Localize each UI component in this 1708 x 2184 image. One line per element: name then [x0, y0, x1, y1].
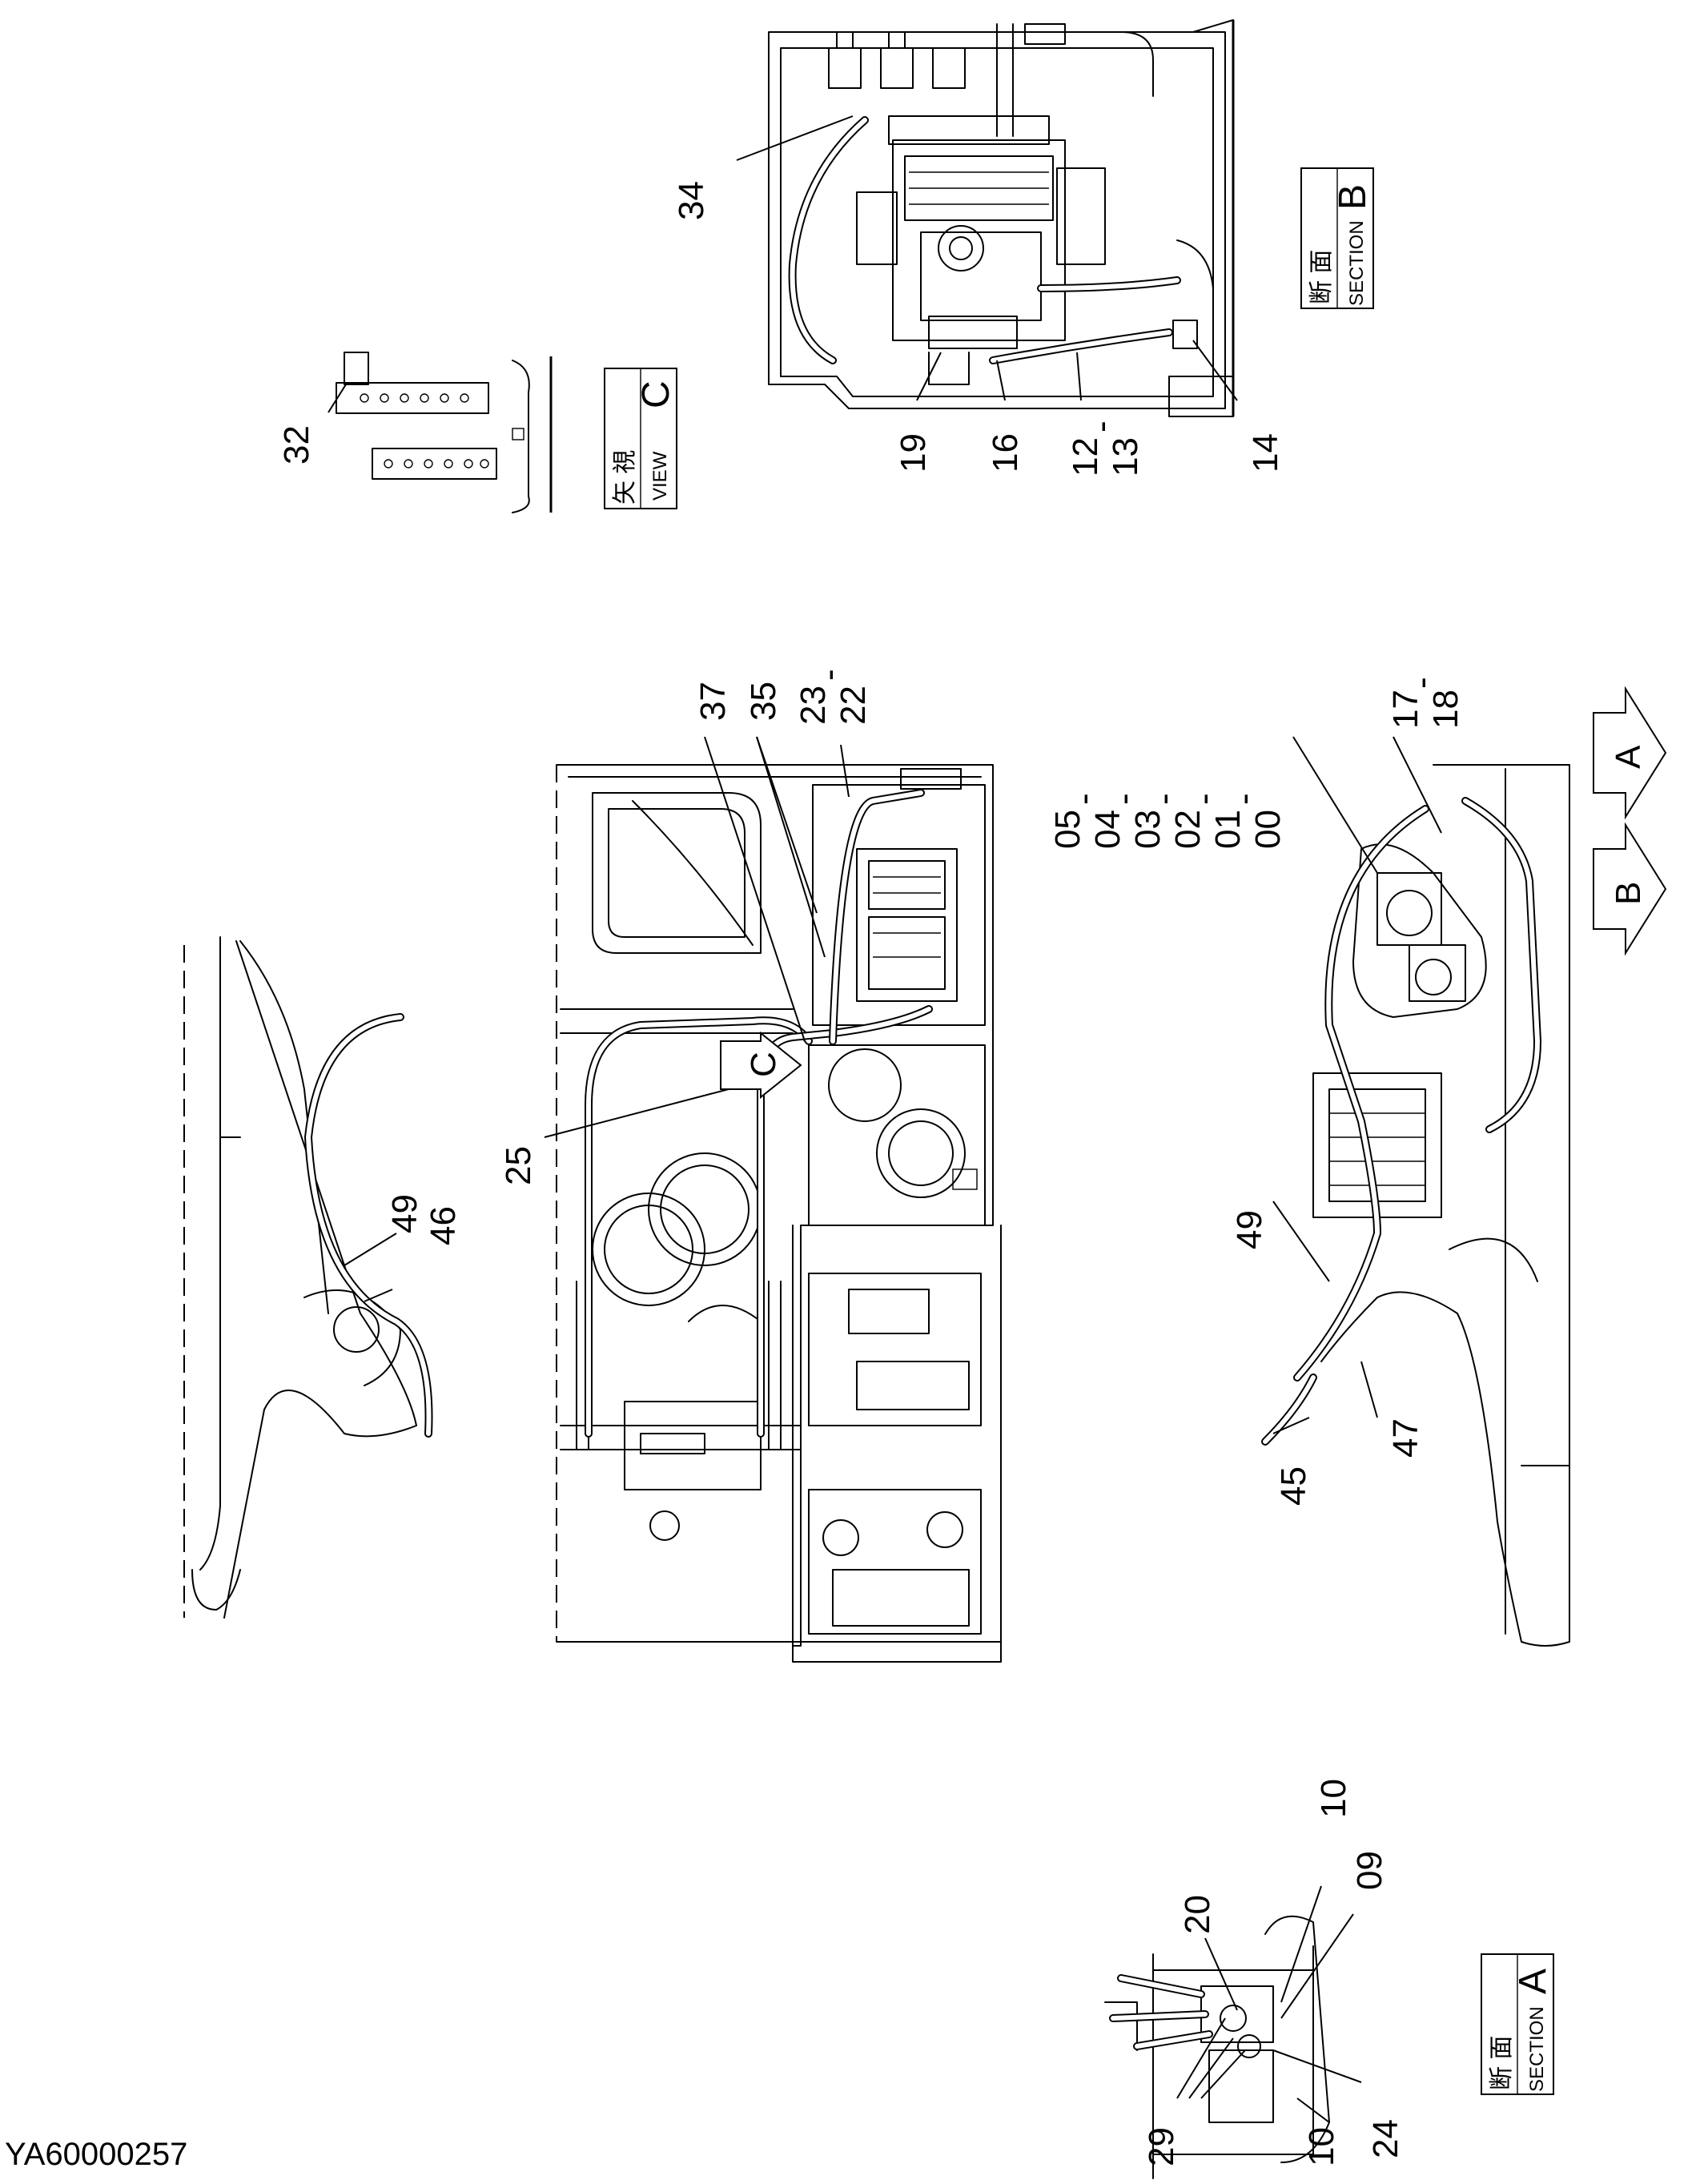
svg-text:-: -	[1224, 793, 1264, 805]
svg-text:-: -	[810, 669, 849, 681]
view-c-jp: 矢 視	[612, 450, 638, 505]
section-a-en: SECTION	[1526, 2006, 1548, 2092]
callout-03: 03	[1128, 810, 1167, 849]
section-a-jp: 断 面	[1489, 2036, 1515, 2090]
callout-09: 09	[1350, 1851, 1389, 1890]
callout-23: 23	[794, 686, 833, 725]
svg-text:-: -	[1104, 793, 1143, 805]
callout-49-right: 49	[1230, 1210, 1269, 1249]
arrow-b-letter: B	[1609, 882, 1648, 905]
callout-01: 01	[1208, 810, 1248, 849]
callout-25: 25	[499, 1146, 538, 1185]
svg-text:-: -	[1144, 793, 1184, 805]
section-a-letter: A	[1512, 1969, 1554, 1994]
callout-18: 18	[1426, 690, 1465, 729]
callout-47: 47	[1386, 1418, 1425, 1458]
callout-05: 05	[1048, 810, 1087, 849]
callout-17: 17	[1386, 690, 1425, 729]
callout-32: 32	[277, 425, 316, 465]
side-view-right-drawing	[1261, 686, 1667, 1647]
section-a-drawing	[1104, 1885, 1362, 2179]
section-b-letter: B	[1332, 184, 1374, 210]
section-b-label	[1300, 167, 1374, 309]
callout-14: 14	[1246, 433, 1285, 473]
callout-22: 22	[834, 686, 873, 725]
svg-text:-: -	[1184, 793, 1224, 805]
callout-45: 45	[1274, 1466, 1313, 1506]
callout-24: 24	[1366, 2119, 1405, 2158]
callout-46: 46	[424, 1206, 463, 1245]
section-a-label	[1481, 1953, 1554, 2095]
callout-10-top: 10	[1314, 1779, 1353, 1818]
callout-19: 19	[894, 433, 933, 473]
view-c-letter: C	[635, 380, 677, 408]
section-b-jp: 断 面	[1308, 250, 1335, 304]
svg-text:-: -	[1082, 420, 1121, 432]
callout-49-left: 49	[385, 1194, 424, 1233]
callout-00: 00	[1248, 810, 1288, 849]
side-view-left-drawing	[183, 936, 433, 1619]
callout-02: 02	[1168, 810, 1208, 849]
callout-29: 29	[1142, 2127, 1181, 2166]
callout-10-bottom: 10	[1302, 2127, 1341, 2166]
callout-13: 13	[1106, 437, 1145, 477]
svg-text:-: -	[1402, 677, 1441, 689]
view-c-label	[604, 368, 677, 509]
callout-16: 16	[986, 433, 1025, 473]
callout-12: 12	[1066, 437, 1105, 477]
view-c-drawing	[328, 352, 553, 513]
svg-text:-: -	[1064, 793, 1103, 805]
main-frame-drawing	[544, 736, 1002, 1663]
drawing-code: YA60000257	[5, 2137, 188, 2172]
callout-34: 34	[672, 181, 711, 220]
section-b-en: SECTION	[1346, 220, 1368, 306]
callout-37: 37	[693, 682, 733, 721]
callout-20: 20	[1178, 1895, 1217, 1934]
callout-35: 35	[744, 682, 783, 721]
arrow-a-letter: A	[1609, 745, 1648, 769]
callout-04: 04	[1088, 810, 1127, 849]
section-b-drawing	[736, 19, 1238, 417]
arrow-c-letter: C	[744, 1052, 783, 1077]
view-c-en: VIEW	[649, 451, 671, 501]
